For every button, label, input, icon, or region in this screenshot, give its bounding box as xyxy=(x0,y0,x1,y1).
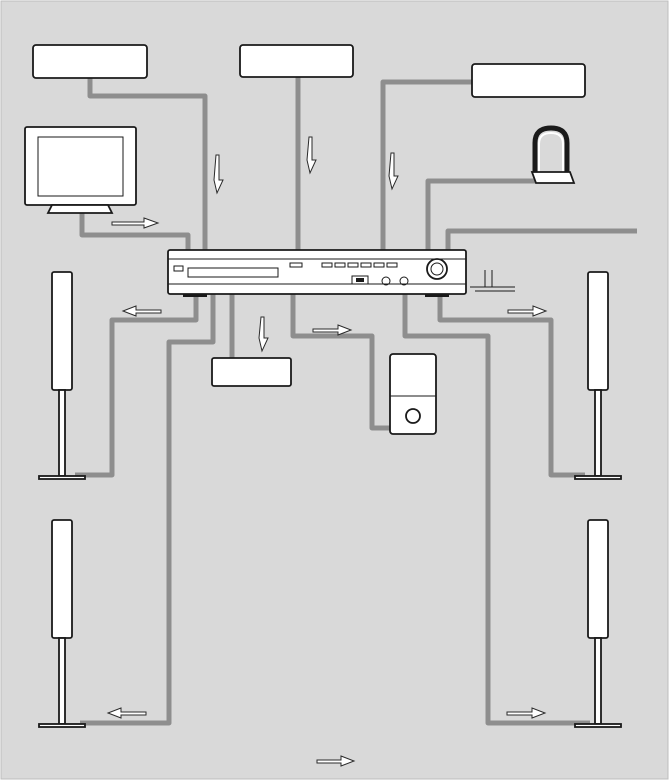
signal-flow-arrow-icon xyxy=(258,316,269,353)
rear-left-speaker-icon xyxy=(38,519,86,728)
legend-arrow-icon xyxy=(316,755,356,767)
tv-icon xyxy=(24,126,137,214)
center-speaker-icon xyxy=(211,357,292,387)
receiver-unit-icon xyxy=(167,249,467,297)
front-left-speaker-icon xyxy=(38,271,86,480)
source-box-right xyxy=(471,63,586,98)
signal-flow-arrow-icon xyxy=(507,305,548,317)
power-led xyxy=(173,265,184,272)
cable-subwoofer xyxy=(290,294,390,431)
cable-source-left xyxy=(87,78,208,250)
cable-fm-antenna xyxy=(445,228,637,250)
cables xyxy=(75,77,637,726)
cable-rear-right-speaker xyxy=(402,294,590,726)
cable-rear-left-speaker xyxy=(80,294,216,726)
subwoofer-icon xyxy=(389,353,437,435)
fm-antenna-icon xyxy=(470,270,515,292)
cable-am-antenna xyxy=(425,178,540,250)
front-right-speaker-icon xyxy=(574,271,622,480)
signal-flow-arrow-icon xyxy=(213,154,224,195)
legend xyxy=(316,755,356,767)
signal-flow-arrow-icon xyxy=(506,707,547,719)
signal-flow-arrow-icon xyxy=(306,136,317,175)
cable-front-left-speaker xyxy=(75,294,199,478)
cable-source-right xyxy=(380,79,472,250)
source-box-left xyxy=(32,44,148,79)
source-box-center xyxy=(239,44,354,78)
signal-flow-arrow-icon xyxy=(111,217,160,229)
cable-tv xyxy=(79,213,191,250)
signal-flow-arrow-icon xyxy=(388,152,399,191)
rear-right-speaker-icon xyxy=(574,519,622,728)
cable-front-right-speaker xyxy=(437,294,585,478)
signal-flow-arrow-icon xyxy=(121,305,162,317)
signal-flow-arrow-icon xyxy=(312,324,353,336)
am-loop-antenna-icon xyxy=(530,125,576,184)
signal-arrows xyxy=(106,136,548,719)
signal-flow-arrow-icon xyxy=(106,707,147,719)
